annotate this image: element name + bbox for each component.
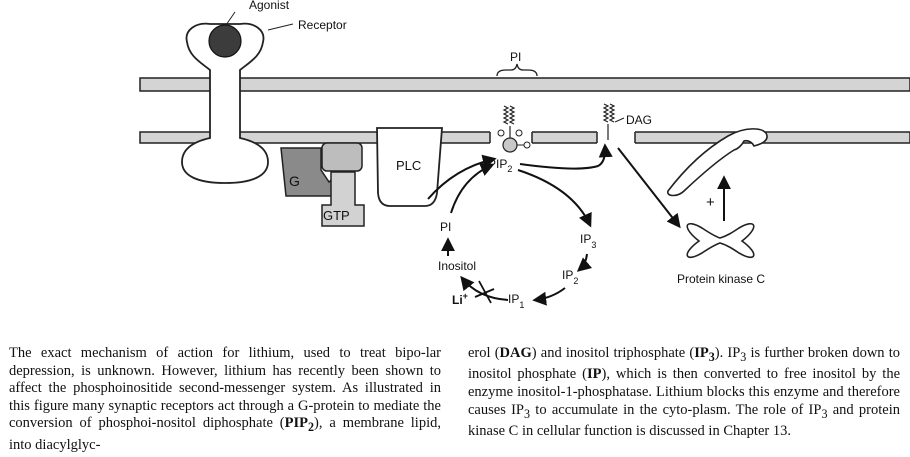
pip2-to-ip3-arrow [517, 169, 592, 228]
plc-to-pip2-arrow [427, 154, 497, 200]
caption-left-column: The exact mechanism of action for lithiu… [9, 345, 441, 454]
ip3-to-ip2-arrow [576, 253, 593, 272]
cell-membrane [139, 77, 910, 145]
receptor-shape [181, 22, 269, 184]
ip3-label: IP3 [580, 232, 596, 250]
receptor-label: Receptor [298, 18, 347, 32]
gtp-shape [321, 171, 365, 227]
lithium-label: Li+ [452, 291, 468, 307]
ip1-label: IP1 [508, 292, 524, 310]
pip2-to-dag-arrow [519, 143, 613, 170]
inositol-label: Inositol [438, 259, 476, 273]
pip2-lipid [497, 105, 531, 153]
phosphoinositide-diagram: Agonist Receptor G GTP PLC PI PIP2 DAG [139, 0, 910, 310]
plc-label: PLC [396, 158, 421, 173]
pkc-inactive-shape [686, 223, 755, 258]
ip2-to-ip1-arrow [532, 287, 566, 306]
ip1-to-inositol-arrow [460, 275, 509, 301]
ip2-label: IP2 [562, 268, 578, 286]
pi-cycle-label: PI [440, 220, 451, 234]
plus-sign: + [706, 194, 715, 211]
pkc-label: Protein kinase C [677, 272, 765, 286]
caption-right-paragraph: erol (DAG) and inositol triphosphate (IP… [468, 345, 901, 440]
caption-right-column: erol (DAG) and inositol triphosphate (IP… [468, 345, 900, 441]
pi-to-pip2-arrow [450, 163, 495, 214]
agonist-ligand [208, 24, 242, 58]
g-protein-subunit [321, 142, 363, 172]
pi-brace [496, 63, 538, 77]
pi-top-label: PI [510, 50, 521, 64]
pkc-active-shape [667, 128, 768, 197]
gtp-label: GTP [323, 208, 350, 223]
caption-left-paragraph: The exact mechanism of action for lithiu… [9, 345, 441, 453]
lithium-block-mark [474, 280, 495, 304]
plc-enzyme [376, 127, 443, 207]
dag-label: DAG [626, 113, 652, 127]
dag-to-pkc-arrow [617, 147, 681, 229]
dag-lipid [602, 103, 625, 140]
g-protein-label: G [289, 173, 300, 189]
agonist-label: Agonist [249, 0, 290, 12]
